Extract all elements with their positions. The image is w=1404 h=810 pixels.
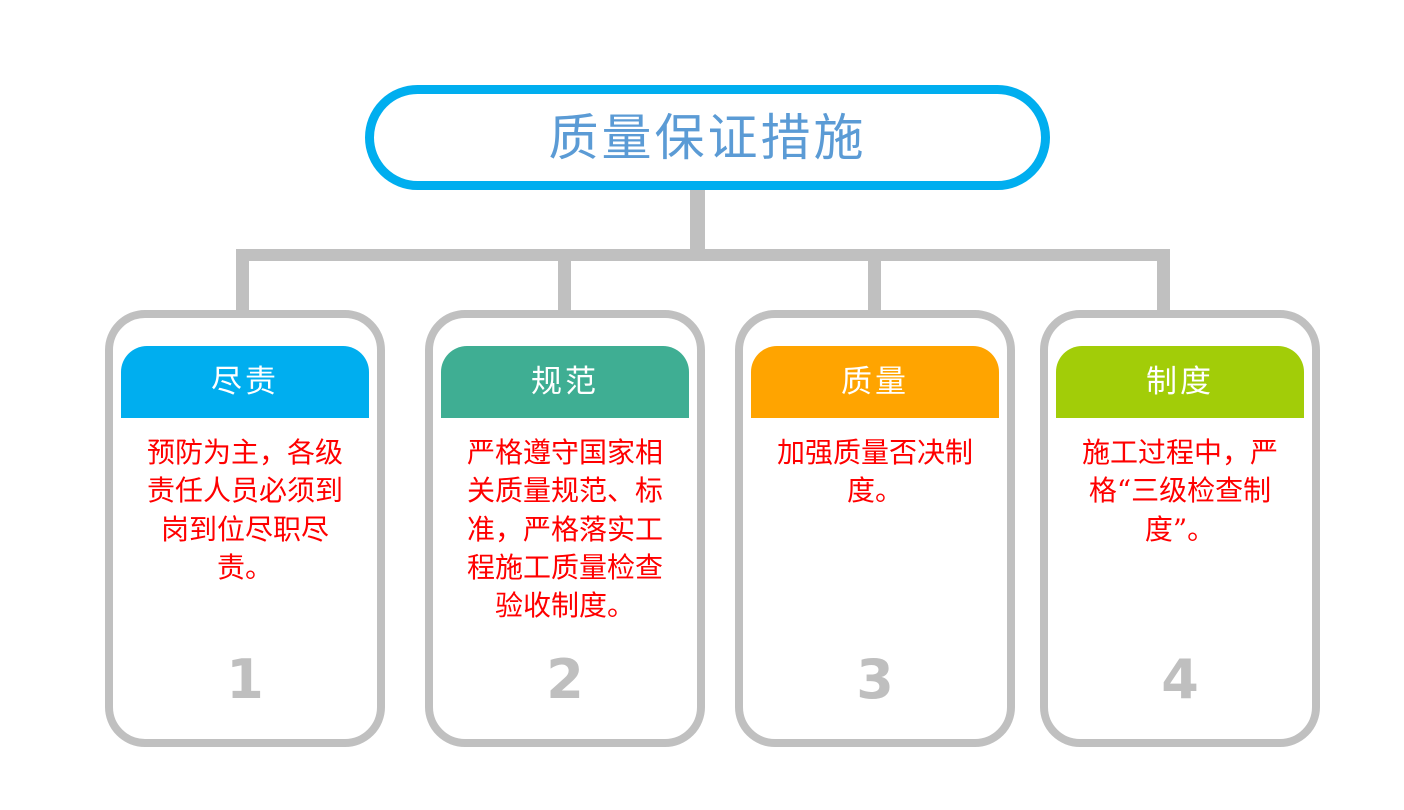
card-node-3[interactable]: 质量 加强质量否决制度。 3 <box>735 310 1015 747</box>
card-header-label-1: 尽责 <box>211 363 279 400</box>
card-header-label-4: 制度 <box>1146 363 1214 400</box>
card-header-2: 规范 <box>441 346 689 418</box>
card-header-3: 质量 <box>751 346 999 418</box>
connector-stem <box>690 190 705 254</box>
card-node-4[interactable]: 制度 施工过程中，严格“三级检查制度”。 4 <box>1040 310 1320 747</box>
diagram-title-node[interactable]: 质量保证措施 <box>365 85 1050 190</box>
card-node-1[interactable]: 尽责 预防为主，各级责任人员必须到岗到位尽职尽责。 1 <box>105 310 385 747</box>
card-body-2: 严格遵守国家相关质量规范、标准，严格落实工程施工质量检查验收制度。 <box>455 434 675 626</box>
card-body-text-4: 施工过程中，严格“三级检查制度”。 <box>1081 436 1278 546</box>
card-inner-1: 尽责 预防为主，各级责任人员必须到岗到位尽职尽责。 1 <box>121 326 369 731</box>
card-number-4: 4 <box>1161 648 1199 711</box>
page-title: 质量保证措施 <box>548 108 867 167</box>
card-header-1: 尽责 <box>121 346 369 418</box>
card-number-2: 2 <box>546 648 584 711</box>
card-body-4: 施工过程中，严格“三级检查制度”。 <box>1070 434 1290 549</box>
card-body-text-2: 严格遵守国家相关质量规范、标准，严格落实工程施工质量检查验收制度。 <box>466 436 663 623</box>
card-number-3: 3 <box>856 648 894 711</box>
card-inner-3: 质量 加强质量否决制度。 3 <box>751 326 999 731</box>
card-header-label-3: 质量 <box>841 363 909 400</box>
card-inner-4: 制度 施工过程中，严格“三级检查制度”。 4 <box>1056 326 1304 731</box>
card-header-4: 制度 <box>1056 346 1304 418</box>
card-body-3: 加强质量否决制度。 <box>765 434 985 511</box>
card-body-1: 预防为主，各级责任人员必须到岗到位尽职尽责。 <box>135 434 355 587</box>
connector-bus <box>242 249 1170 261</box>
card-number-1: 1 <box>226 648 264 711</box>
card-header-label-2: 规范 <box>531 363 599 400</box>
card-inner-2: 规范 严格遵守国家相关质量规范、标准，严格落实工程施工质量检查验收制度。 2 <box>441 326 689 731</box>
card-body-text-3: 加强质量否决制度。 <box>776 436 973 508</box>
card-node-2[interactable]: 规范 严格遵守国家相关质量规范、标准，严格落实工程施工质量检查验收制度。 2 <box>425 310 705 747</box>
card-body-text-1: 预防为主，各级责任人员必须到岗到位尽职尽责。 <box>146 436 343 585</box>
